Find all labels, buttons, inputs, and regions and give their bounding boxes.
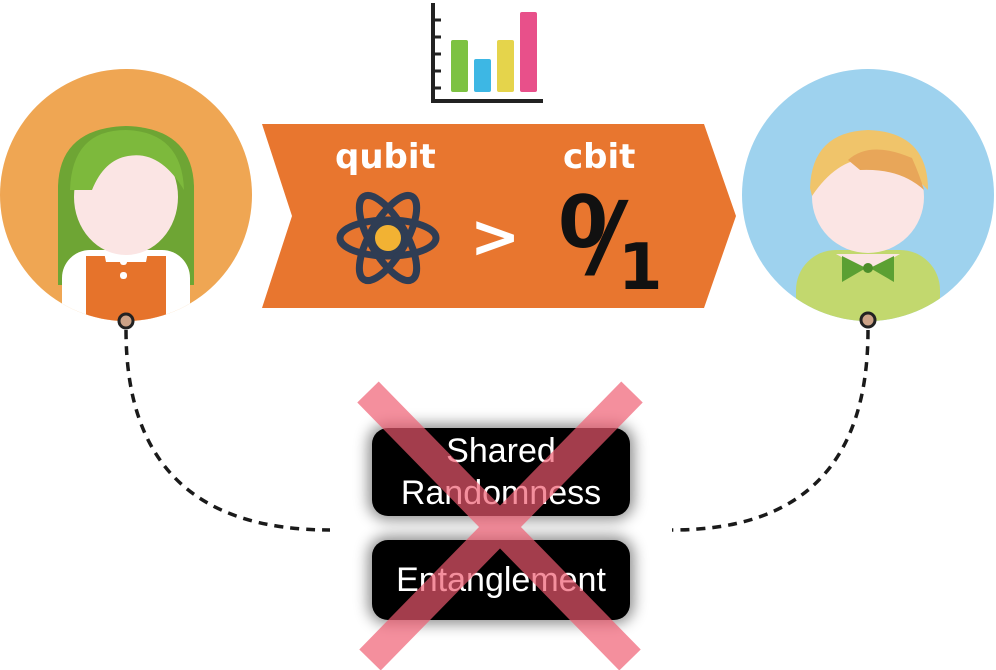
alice-avatar [0,69,252,321]
cbit-label: cbit [563,137,636,177]
greater-than-sign: > [470,202,521,272]
digit-zero: 0 [558,180,609,264]
bob-dashed-link [671,329,870,532]
shared-randomness-line1: Shared [446,432,556,470]
digit-one: 1 [618,231,663,305]
bob-connector-dot [859,311,877,329]
qubit-label: qubit [335,137,436,177]
shared-randomness-box: Shared Randomness [372,428,630,516]
alice-connector-dot [117,312,135,330]
entanglement-label: Entanglement [396,561,606,599]
entanglement-box: Entanglement [372,540,630,620]
bar-chart-icon [431,3,543,103]
atom-icon [336,191,440,285]
shared-randomness-line2: Randomness [400,474,602,512]
bob-avatar [742,69,994,321]
alice-dashed-link [124,329,331,532]
